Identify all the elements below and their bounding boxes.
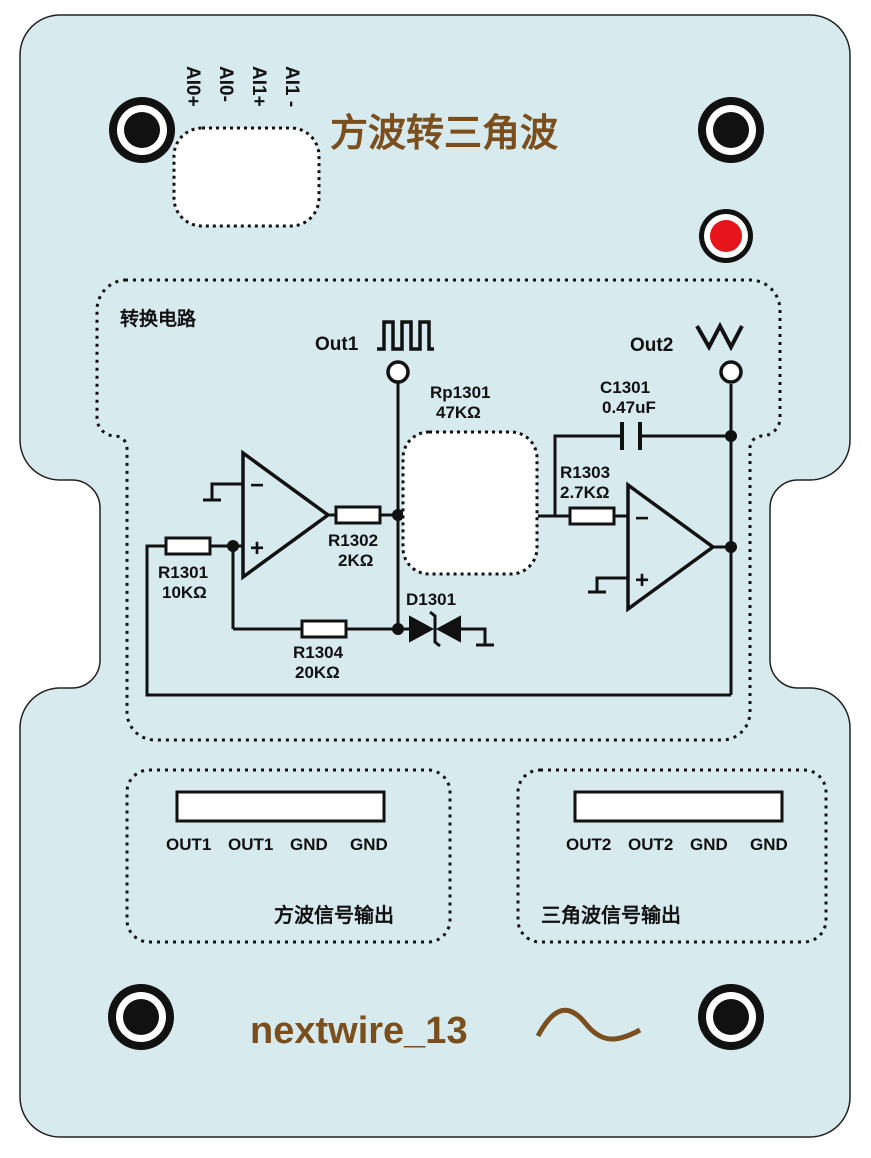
out1-test-point bbox=[386, 360, 410, 384]
rp1301-name: Rp1301 bbox=[430, 383, 490, 402]
d1301-name: D1301 bbox=[406, 590, 456, 609]
header-left-connector[interactable] bbox=[175, 790, 386, 823]
opamp-1 bbox=[241, 449, 331, 581]
board-title: 方波转三角波 bbox=[330, 113, 558, 155]
mounting-hole-top-left bbox=[109, 97, 175, 163]
out2-label: Out2 bbox=[630, 335, 673, 356]
capacitor-c1301 bbox=[620, 422, 642, 450]
header-right-label: 三角波信号输出 bbox=[541, 903, 681, 927]
opamp-2 bbox=[626, 481, 716, 613]
connector-pin-labels: AI0+ AI0- AI1+ AI1 - bbox=[182, 66, 302, 107]
connector-pad bbox=[172, 126, 321, 228]
resistor-r1303 bbox=[568, 506, 616, 526]
header-left-outline bbox=[125, 768, 452, 944]
header-left-pin-2: OUT1 bbox=[228, 835, 273, 854]
header-left-pin-4: GND bbox=[350, 835, 388, 854]
pin-label-ai0-plus: AI0+ bbox=[182, 66, 203, 107]
mounting-hole-bottom-right bbox=[698, 984, 764, 1050]
opamp-1-minus: − bbox=[250, 472, 264, 499]
pin-label-ai1-minus: AI1 - bbox=[281, 66, 302, 107]
header-left-label: 方波信号输出 bbox=[274, 903, 394, 927]
r1303-value: 2.7KΩ bbox=[560, 483, 610, 502]
opamp-2-plus: + bbox=[635, 567, 649, 594]
r1304-name: R1304 bbox=[293, 643, 344, 662]
pin-label-ai0-minus: AI0- bbox=[215, 66, 236, 102]
resistor-r1302 bbox=[334, 505, 382, 525]
pin-label-ai1-plus: AI1+ bbox=[248, 66, 269, 107]
potentiometer-rp1301-pad bbox=[401, 430, 539, 576]
status-led bbox=[699, 209, 753, 263]
r1301-value: 10KΩ bbox=[162, 583, 207, 602]
header-right-pin-1: OUT2 bbox=[566, 835, 611, 854]
header-left-pin-1: OUT1 bbox=[166, 835, 211, 854]
opamp-2-minus: − bbox=[635, 505, 649, 532]
r1302-name: R1302 bbox=[328, 531, 378, 550]
r1302-value: 2KΩ bbox=[338, 551, 373, 570]
out1-label: Out1 bbox=[315, 334, 359, 355]
square-wave-icon bbox=[377, 320, 434, 351]
opamp-1-plus: + bbox=[250, 535, 264, 562]
header-right-connector[interactable] bbox=[573, 790, 784, 823]
r1304-value: 20KΩ bbox=[295, 663, 340, 682]
out2-test-point bbox=[719, 360, 743, 384]
circuit-label: 转换电路 bbox=[120, 307, 197, 330]
header-left-pin-3: GND bbox=[290, 835, 328, 854]
r1301-name: R1301 bbox=[158, 563, 208, 582]
header-right-pin-4: GND bbox=[750, 835, 788, 854]
wave-logo-icon bbox=[535, 1007, 642, 1042]
header-right-pin-2: OUT2 bbox=[628, 835, 673, 854]
resistor-r1301 bbox=[164, 536, 212, 556]
header-right-outline bbox=[516, 768, 828, 944]
c1301-name: C1301 bbox=[600, 378, 650, 397]
diode-d1301 bbox=[409, 610, 461, 648]
brand-logo: nextwire_13 bbox=[250, 1010, 468, 1052]
board-outline bbox=[19, 14, 851, 1138]
c1301-value: 0.47uF bbox=[602, 398, 656, 417]
header-right-pin-3: GND bbox=[690, 835, 728, 854]
triangle-wave-icon bbox=[695, 321, 744, 352]
resistor-r1304 bbox=[300, 619, 348, 639]
rp1301-value: 47KΩ bbox=[436, 403, 481, 422]
mounting-hole-top-right bbox=[698, 97, 764, 163]
r1303-name: R1303 bbox=[560, 463, 610, 482]
mounting-hole-bottom-left bbox=[108, 984, 174, 1050]
junction-dots bbox=[227, 430, 737, 635]
